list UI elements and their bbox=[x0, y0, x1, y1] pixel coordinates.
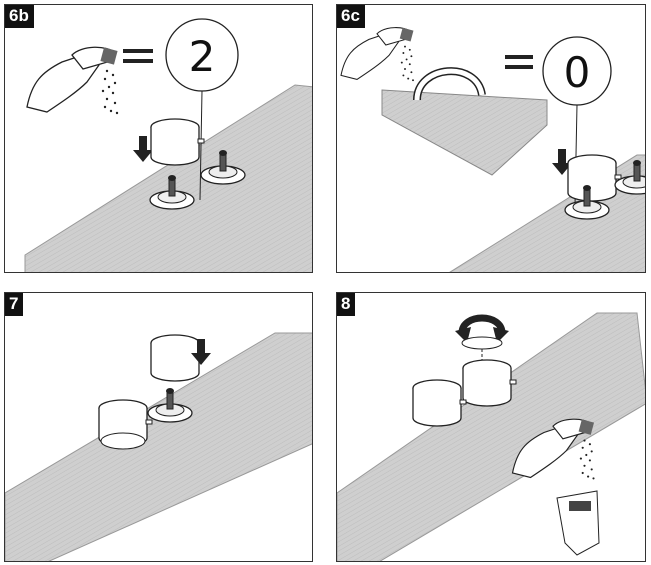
equals-sign bbox=[505, 55, 533, 59]
handle bbox=[462, 359, 517, 407]
illustration-7 bbox=[5, 332, 312, 561]
step-label: 7 bbox=[5, 293, 24, 316]
deck bbox=[337, 312, 645, 561]
hand-shower-icon bbox=[26, 46, 119, 115]
panel-8: 8 bbox=[336, 292, 646, 562]
illustration-6b: 2 bbox=[24, 18, 312, 272]
panel-6c: 6c 0 bbox=[336, 4, 646, 273]
thermometer-card bbox=[556, 490, 600, 556]
down-arrow-icon bbox=[133, 136, 153, 162]
illustration-6c: 0 bbox=[340, 27, 645, 272]
setting-value: 0 bbox=[564, 48, 591, 97]
step-label: 8 bbox=[337, 293, 356, 316]
hand-shower-icon bbox=[340, 27, 415, 82]
handle bbox=[412, 379, 467, 427]
step-label: 6c bbox=[337, 5, 365, 28]
illustration-8 bbox=[337, 312, 645, 561]
rotate-arrow-icon bbox=[458, 314, 506, 334]
handle bbox=[567, 154, 622, 202]
deck bbox=[5, 332, 312, 561]
handle bbox=[150, 118, 205, 166]
panel-6b: 6b 2 bbox=[4, 4, 313, 273]
step-label: 6b bbox=[5, 5, 34, 28]
setting-value: 2 bbox=[189, 32, 216, 81]
equals-sign bbox=[123, 49, 153, 53]
deck-cutaway bbox=[381, 89, 548, 176]
panel-7: 7 bbox=[4, 292, 313, 562]
